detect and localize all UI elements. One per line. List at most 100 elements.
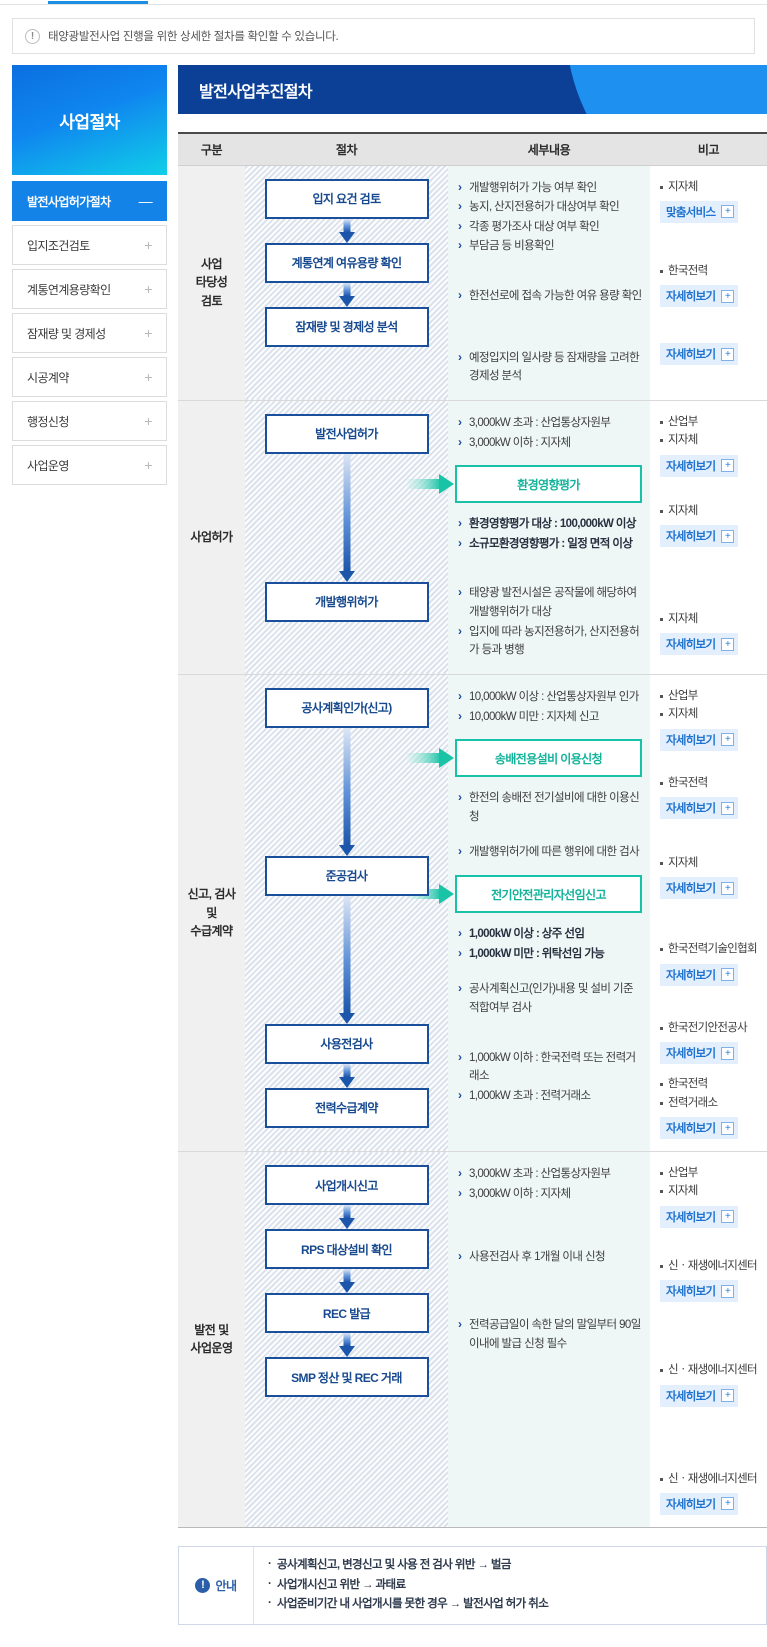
highlight-procedure-box[interactable]: 전기안전관리자선임신고 — [455, 875, 642, 913]
flow-arrow-down-icon — [338, 1063, 356, 1088]
detail-more-button[interactable]: 자세히보기+ — [660, 728, 739, 751]
highlight-flow-row: 전기안전관리자선임신고 — [407, 875, 642, 913]
procedure-box[interactable]: 입지 요건 검토 — [264, 178, 429, 219]
plus-icon[interactable]: + — [721, 1046, 735, 1060]
sidebar-item-0[interactable]: 발전사업허가절차— — [12, 181, 167, 221]
sidebar-item-1[interactable]: 입지조건검토 + — [12, 225, 167, 265]
sidebar-item-label: 입지조건검토 — [27, 238, 90, 253]
detail-more-button[interactable]: 자세히보기+ — [660, 877, 739, 900]
detail-more-button[interactable]: 자세히보기+ — [660, 1384, 739, 1407]
procedure-box[interactable]: 발전사업허가 — [264, 413, 429, 454]
plus-icon[interactable]: + — [144, 281, 152, 297]
page-banner: 발전사업추진절차 — [178, 65, 767, 114]
plus-icon[interactable]: + — [721, 1389, 735, 1403]
procedure-box[interactable]: 사업개시신고 — [264, 1165, 429, 1205]
detail-more-button[interactable]: 자세히보기+ — [660, 1042, 739, 1065]
procedure-box[interactable]: 계통연계 여유용량 확인 — [264, 242, 429, 283]
detail-more-button[interactable]: 자세히보기 + — [660, 963, 739, 986]
section-category-label: 수급계약 — [190, 924, 233, 939]
detail-more-button[interactable]: 자세히보기+ — [660, 633, 739, 656]
procedure-box[interactable]: SMP 정산 및 REC 거래 — [264, 1357, 429, 1397]
detail-bullet: 농지, 산지전용허가 대상여부 확인 — [457, 197, 642, 217]
plus-icon[interactable]: + — [721, 1210, 735, 1224]
plus-icon[interactable]: + — [721, 529, 735, 543]
plus-icon[interactable]: + — [144, 457, 152, 473]
plus-icon[interactable]: + — [721, 968, 735, 982]
plus-icon[interactable]: + — [721, 881, 735, 895]
detail-more-button[interactable]: 자세히보기+ — [660, 1117, 739, 1139]
detail-more-label: 자세히보기 — [666, 969, 716, 982]
plus-icon[interactable]: + — [721, 733, 735, 747]
procedure-box[interactable]: 개발행위허가 — [264, 581, 429, 622]
sidebar-hero: 사업절차 — [12, 65, 167, 175]
plus-icon[interactable]: + — [721, 1284, 735, 1298]
procedure-box[interactable]: 전력수급계약 — [264, 1087, 429, 1128]
plus-icon[interactable]: + — [721, 1121, 735, 1135]
plus-icon[interactable]: + — [721, 205, 735, 219]
remark-organization: 지자체 — [660, 502, 759, 520]
detail-more-button[interactable]: 자세히보기 + — [660, 797, 739, 820]
detail-more-button[interactable]: 자세히보기+ — [660, 454, 739, 477]
procedure-box[interactable]: 잠재량 및 경제성 분석 — [264, 306, 429, 347]
procedure-box[interactable]: REC 발급 — [264, 1293, 429, 1333]
remark-organization: 한국전력 — [660, 262, 759, 280]
procedure-box[interactable]: 공사계획인가(신고) — [264, 687, 429, 728]
guide-item-2: 사업준비기간 내 사업개시를 못한 경우 → 발전사업 허가 취소 — [268, 1594, 549, 1615]
remark-organization: 산업부 — [660, 687, 759, 705]
plus-icon[interactable]: + — [721, 459, 735, 473]
remark-spacer — [660, 558, 759, 610]
plus-icon[interactable]: + — [721, 801, 735, 815]
remark-organization: 신ㆍ재생에너지센터 — [660, 1361, 759, 1379]
section-category-label: 사업 — [200, 256, 223, 271]
plus-icon[interactable]: + — [721, 1497, 735, 1511]
sidebar-item-3[interactable]: 잠재량 및 경제성+ — [12, 313, 167, 353]
detail-more-button[interactable]: 자세히보기 + — [660, 1492, 739, 1515]
detail-spacer — [457, 1280, 642, 1316]
plus-icon[interactable]: + — [144, 237, 152, 253]
detail-bullet: 사용전검사 후 1개월 이내 신청 — [457, 1247, 642, 1267]
section-category-label: 및 — [206, 905, 217, 920]
procedure-box[interactable]: RPS 대상설비 확인 — [264, 1229, 429, 1269]
sidebar-item-6[interactable]: 사업운영+ — [12, 445, 167, 485]
plus-icon[interactable]: + — [144, 325, 152, 341]
plus-icon[interactable]: + — [144, 413, 152, 429]
plus-icon[interactable]: + — [721, 289, 735, 303]
detail-bullet: 10,000kW 이상 : 산업통상자원부 인가 — [457, 687, 642, 707]
remark-group: 자세히보기+ — [660, 338, 759, 366]
detail-more-label: 자세히보기 — [666, 1498, 716, 1511]
detail-more-button[interactable]: 자세히보기+ — [660, 285, 739, 308]
plus-icon[interactable]: + — [721, 637, 735, 651]
sidebar-item-2[interactable]: 계통연계용량확인+ — [12, 269, 167, 309]
detail-more-button[interactable]: 자세히보기+ — [660, 343, 739, 366]
detail-more-button[interactable]: 자세히보기+ — [660, 525, 739, 548]
section-category-label: 신고, 검사 — [187, 887, 236, 902]
procedure-box[interactable]: 준공검사 — [264, 855, 429, 896]
procedure-box[interactable]: 사용전검사 — [264, 1023, 429, 1064]
plus-icon[interactable]: + — [144, 369, 152, 385]
detail-more-button[interactable]: 자세히보기+ — [660, 1280, 739, 1303]
highlight-procedure-box[interactable]: 환경영향평가 — [455, 465, 642, 504]
sidebar-item-4[interactable]: 시공계약+ — [12, 357, 167, 397]
plus-icon[interactable]: + — [721, 347, 735, 361]
highlight-procedure-box[interactable]: 송배전용설비 이용신청 — [455, 739, 642, 778]
minus-icon[interactable]: — — [138, 193, 153, 209]
sidebar-item-5[interactable]: 행정신청+ — [12, 401, 167, 441]
detail-more-button[interactable]: 맞춤서비스+ — [660, 200, 739, 223]
detail-more-button[interactable]: 자세히보기+ — [660, 1205, 739, 1228]
remark-organization: 지자체 — [660, 854, 759, 872]
teal-arrow-right-icon — [407, 747, 455, 769]
sidebar-hero-title: 사업절차 — [59, 112, 120, 132]
detail-more-label: 자세히보기 — [666, 803, 716, 816]
flow-arrow-down-icon — [338, 282, 356, 307]
active-tab-underline[interactable] — [48, 1, 148, 4]
